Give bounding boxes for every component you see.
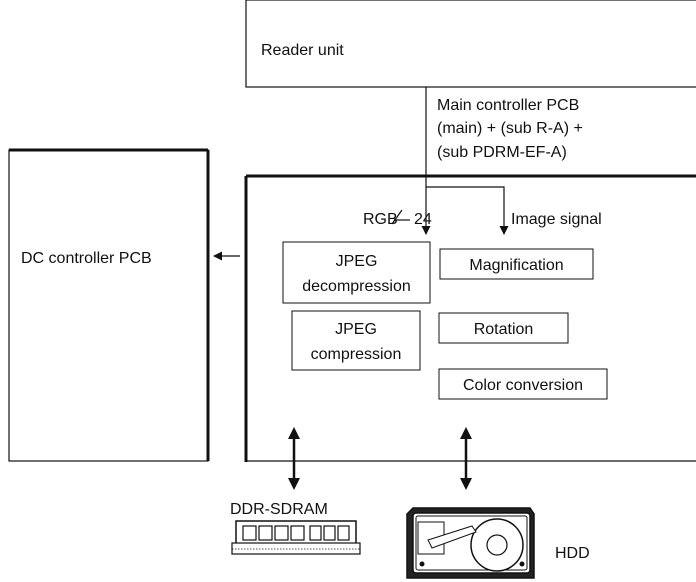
jpeg-compression-block: JPEG compression bbox=[291, 310, 421, 371]
magnification-label: Magnification bbox=[469, 257, 563, 274]
image-signal-label: Image signal bbox=[511, 211, 602, 228]
jpeg-decompression-block: JPEG decompression bbox=[282, 241, 431, 304]
hdd-icon bbox=[406, 507, 535, 579]
reader-unit-label: Reader unit bbox=[261, 42, 344, 59]
memory-bus-arrow bbox=[288, 427, 300, 490]
ddr-sdram-label: DDR-SDRAM bbox=[230, 501, 328, 518]
magnification-block: Magnification bbox=[439, 248, 594, 280]
jpeg-compression-line-1: JPEG bbox=[335, 321, 377, 338]
bus-width-label: 24 bbox=[414, 211, 432, 228]
main-controller-line-1: Main controller PCB bbox=[437, 97, 579, 114]
rotation-label: Rotation bbox=[474, 321, 534, 338]
dc-controller-label: DC controller PCB bbox=[21, 250, 152, 267]
main-controller-box bbox=[244, 174, 696, 462]
jpeg-compression-line-2: compression bbox=[311, 346, 402, 363]
dc-controller-box: DC controller PCB bbox=[8, 148, 210, 462]
rgb-label: RGB bbox=[363, 211, 398, 228]
jpeg-decompression-line-2: decompression bbox=[302, 278, 411, 295]
signal-paths bbox=[391, 87, 509, 235]
color-conversion-block: Color conversion bbox=[438, 368, 608, 400]
jpeg-decompression-line-1: JPEG bbox=[336, 253, 378, 270]
color-conversion-label: Color conversion bbox=[463, 377, 583, 394]
main-controller-line-2: (main) + (sub R-A) + bbox=[437, 120, 583, 137]
rotation-block: Rotation bbox=[438, 312, 569, 344]
reader-unit-box: Reader unit bbox=[245, 0, 696, 88]
hdd-label: HDD bbox=[555, 545, 590, 562]
main-controller-label: Main controller PCB (main) + (sub R-A) +… bbox=[437, 97, 583, 161]
main-controller-line-3: (sub PDRM-EF-A) bbox=[437, 144, 567, 161]
hdd-bus-arrow bbox=[460, 427, 472, 490]
bus-slash bbox=[391, 209, 403, 225]
ddr-sdram-icon bbox=[231, 520, 361, 555]
